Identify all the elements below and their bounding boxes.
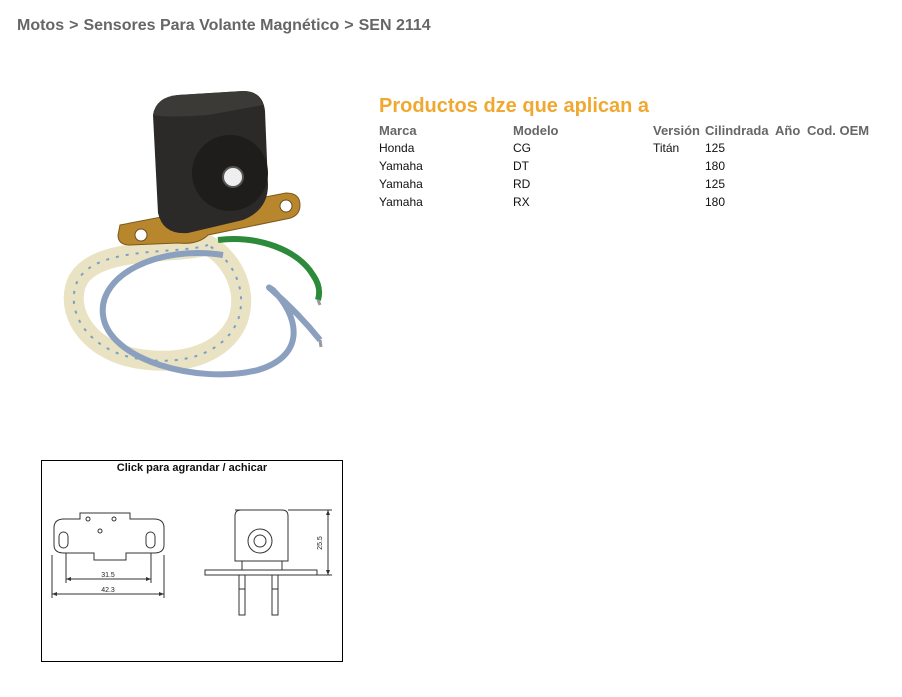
technical-drawing: 31.5 42.3 25.5 <box>51 509 332 616</box>
dimension-inner-width: 31.5 <box>101 572 115 579</box>
breadcrumb: Motos>Sensores Para Volante Magnético>SE… <box>17 17 431 35</box>
cell-marca: Yamaha <box>379 195 423 209</box>
cell-version: Titán <box>653 141 680 155</box>
cell-cod-oem <box>807 193 897 211</box>
cell-ano <box>775 139 807 157</box>
technical-drawing-zoom-box[interactable]: 31.5 42.3 25.5 Click para agrandar / ach… <box>41 460 343 662</box>
dimension-outer-width: 42.3 <box>101 587 115 594</box>
table-row: Yamaha RD 125 <box>379 175 897 193</box>
applications-title: Productos dze que aplican a <box>379 95 650 117</box>
cell-cod-oem <box>807 175 897 193</box>
cell-version <box>653 193 705 211</box>
breadcrumb-separator: > <box>69 17 79 34</box>
product-photo <box>63 91 323 378</box>
cell-marca: Yamaha <box>379 177 423 191</box>
table-row: Yamaha RX 180 <box>379 193 897 211</box>
column-header-ano: Año <box>775 122 801 138</box>
breadcrumb-link-category[interactable]: Sensores Para Volante Magnético <box>83 17 340 34</box>
cell-cilindrada: 125 <box>705 141 726 155</box>
cell-marca: Honda <box>379 141 415 155</box>
breadcrumb-current: SEN 2114 <box>358 17 431 34</box>
cell-ano <box>775 193 807 211</box>
cell-marca: Yamaha <box>379 159 423 173</box>
applications-table: Marca Modelo Versión Cilindrada Año Cod.… <box>379 121 897 211</box>
cell-modelo: DT <box>513 159 529 173</box>
cell-version <box>653 175 705 193</box>
cell-modelo: RD <box>513 177 531 191</box>
cell-modelo: CG <box>513 141 531 155</box>
cell-cod-oem <box>807 139 897 157</box>
table-row: Yamaha DT 180 <box>379 157 897 175</box>
column-header-marca: Marca <box>379 122 417 138</box>
breadcrumb-link-motos[interactable]: Motos <box>17 17 65 34</box>
column-header-cilindrada: Cilindrada <box>705 122 769 138</box>
cell-cod-oem <box>807 157 897 175</box>
cell-ano <box>775 175 807 193</box>
column-header-cod-oem: Cod. OEM <box>807 122 870 138</box>
column-header-version: Versión <box>653 122 700 138</box>
dimension-height: 25.5 <box>317 536 324 550</box>
cell-ano <box>775 157 807 175</box>
drawing-caption: Click para agrandar / achicar <box>116 462 268 474</box>
table-header-row: Marca Modelo Versión Cilindrada Año Cod.… <box>379 121 897 139</box>
cell-modelo: RX <box>513 195 530 209</box>
cell-version <box>653 157 705 175</box>
cell-cilindrada: 125 <box>705 177 726 191</box>
breadcrumb-separator: > <box>344 17 354 34</box>
table-row: Honda CG Titán 125 <box>379 139 897 157</box>
cell-cilindrada: 180 <box>705 159 726 173</box>
column-header-modelo: Modelo <box>513 122 559 138</box>
cell-cilindrada: 180 <box>705 195 726 209</box>
